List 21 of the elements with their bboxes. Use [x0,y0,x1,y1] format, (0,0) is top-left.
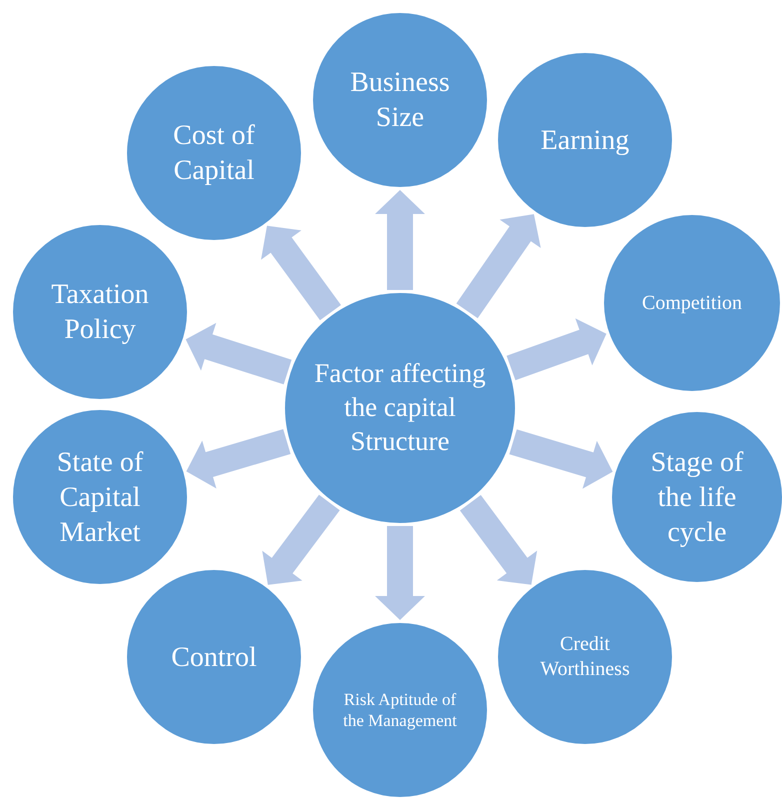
factor-label: Factor affecting the capital Structure [313,357,487,458]
block-arrow [456,214,541,318]
block-arrow [506,318,606,380]
block-arrow [375,190,425,290]
factor-label: Control [171,640,257,674]
factor-label: Cost of Capital [172,119,256,188]
factor-label: Business Size [349,66,451,135]
factor-label: State of Capital Market [56,446,144,550]
block-arrow [262,494,340,585]
block-arrow [375,526,425,620]
block-arrow [509,429,613,489]
block-arrow [186,322,292,384]
factor-label: Competition [642,290,742,316]
factor-label: Risk Aptitude of the Management [342,688,458,732]
block-arrow [460,495,538,585]
factor-label: Earning [540,124,630,158]
block-arrow [186,429,291,488]
block-arrow [261,226,341,320]
factor-label: Taxation Policy [50,278,150,347]
factor-label: Stage of the life cycle [650,446,744,550]
factor-label: Credit Worthiness [539,632,631,682]
